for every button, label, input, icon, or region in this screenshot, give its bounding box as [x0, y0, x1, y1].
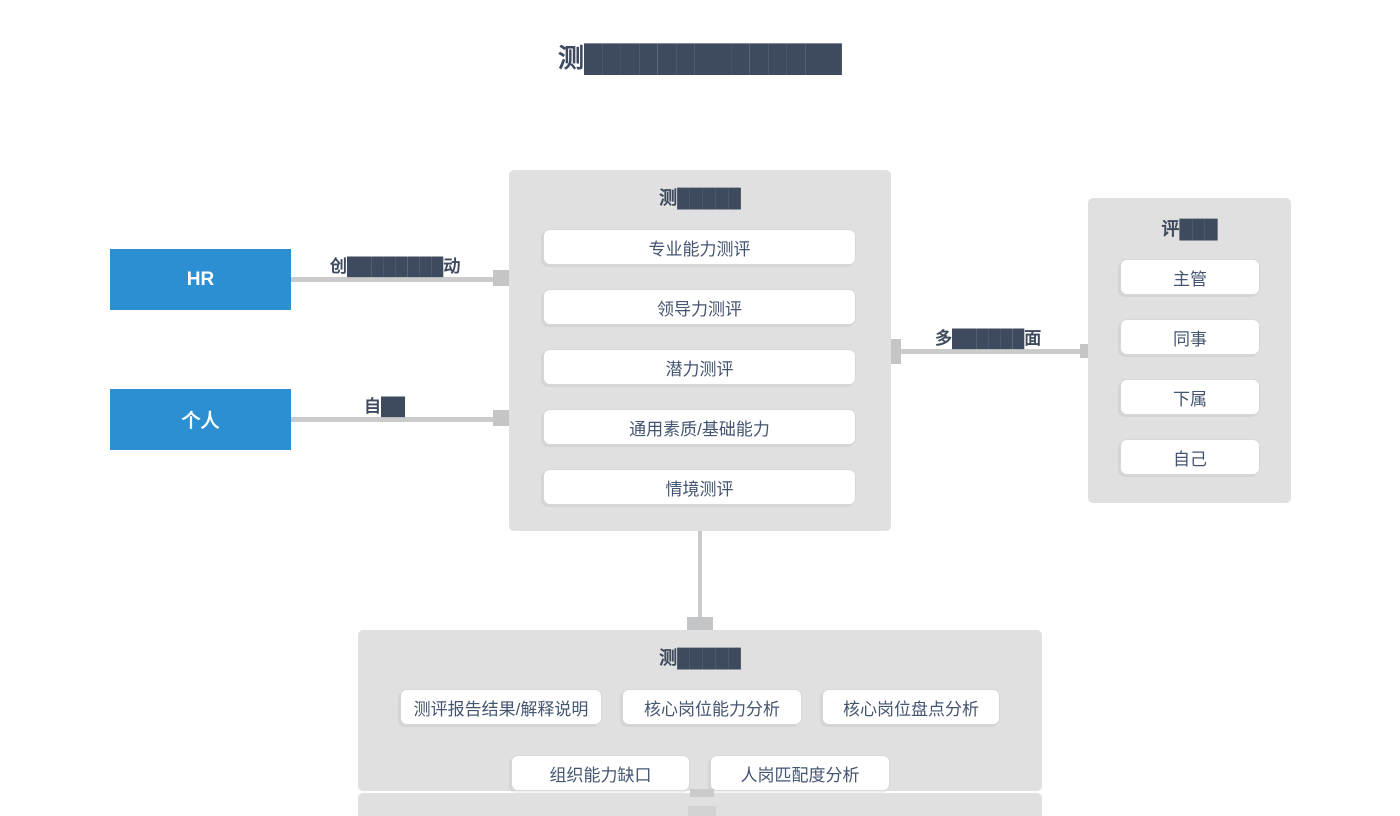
panel-results-title: 测█████ — [659, 648, 741, 668]
node-supervisor: 主管 — [1120, 259, 1260, 295]
node-label: 测评报告结果/解释说明 — [413, 699, 589, 719]
node-label: 通用素质/基础能力 — [629, 419, 770, 439]
node-colleague: 同事 — [1120, 319, 1260, 355]
node-label: 下属 — [1173, 389, 1207, 409]
edge-assessments-to-raters — [898, 349, 1088, 354]
node-label: 同事 — [1173, 329, 1207, 349]
edge-results-bottom-stub — [690, 789, 714, 797]
node-label: 潜力测评 — [665, 359, 734, 379]
edge-raters-junction-left-square — [891, 339, 901, 364]
panel-raters-title: 评███ — [1161, 219, 1218, 239]
node-professional-ability-assessment: 专业能力测评 — [543, 229, 856, 265]
node-hr: HR — [110, 249, 291, 310]
node-person-post-match-analysis: 人岗匹配度分析 — [710, 755, 890, 791]
node-potential-assessment: 潜力测评 — [543, 349, 856, 385]
node-label: 领导力测评 — [657, 299, 742, 319]
edge-assessments-to-results — [698, 531, 702, 630]
node-label: 情境测评 — [665, 479, 734, 499]
node-label: 主管 — [1173, 269, 1207, 289]
panel-bottom-strip — [358, 793, 1042, 816]
node-person: 个人 — [110, 389, 291, 450]
node-general-quality-assessment: 通用素质/基础能力 — [543, 409, 856, 445]
panel-raters: 评███ 主管 同事 下属 自己 — [1088, 198, 1291, 503]
node-label: 核心岗位能力分析 — [644, 699, 780, 719]
node-situational-assessment: 情境测评 — [543, 469, 856, 505]
node-label: 专业能力测评 — [648, 239, 751, 259]
edge-person-label: 自██ — [364, 397, 406, 416]
panel-assessments-title: 测█████ — [659, 188, 741, 208]
edge-hr-label: 创████████动 — [330, 257, 461, 276]
node-person-label: 个人 — [181, 411, 220, 432]
panel-results: 测█████ 测评报告结果/解释说明 核心岗位能力分析 核心岗位盘点分析 组织能… — [358, 630, 1042, 791]
page-title: 测██████████████ — [558, 43, 842, 73]
node-label: 人岗匹配度分析 — [740, 765, 860, 785]
node-key-position-ability-analysis: 核心岗位能力分析 — [622, 689, 802, 725]
node-leadership-assessment: 领导力测评 — [543, 289, 856, 325]
node-label: 核心岗位盘点分析 — [843, 699, 979, 719]
edge-results-junction-square — [687, 617, 713, 630]
node-subordinate: 下属 — [1120, 379, 1260, 415]
edge-hr-junction-square — [493, 270, 509, 286]
panel-assessments: 测█████ 专业能力测评 领导力测评 潜力测评 通用素质/基础能力 情境测评 — [509, 170, 891, 531]
edge-raters-label: 多██████面 — [935, 329, 1042, 348]
node-org-capability-gap: 组织能力缺口 — [511, 755, 690, 791]
node-report-results-explanation: 测评报告结果/解释说明 — [400, 689, 602, 725]
node-label: 组织能力缺口 — [549, 765, 652, 785]
node-key-position-inventory-analysis: 核心岗位盘点分析 — [822, 689, 1000, 725]
node-label: 自己 — [1173, 449, 1207, 469]
edge-hr-to-assessments — [291, 277, 509, 282]
edge-person-junction-square — [493, 410, 509, 426]
node-hr-label: HR — [186, 268, 215, 290]
edge-bottom-stub-square — [688, 806, 716, 816]
node-self: 自己 — [1120, 439, 1260, 475]
edge-person-to-assessments — [291, 417, 509, 422]
